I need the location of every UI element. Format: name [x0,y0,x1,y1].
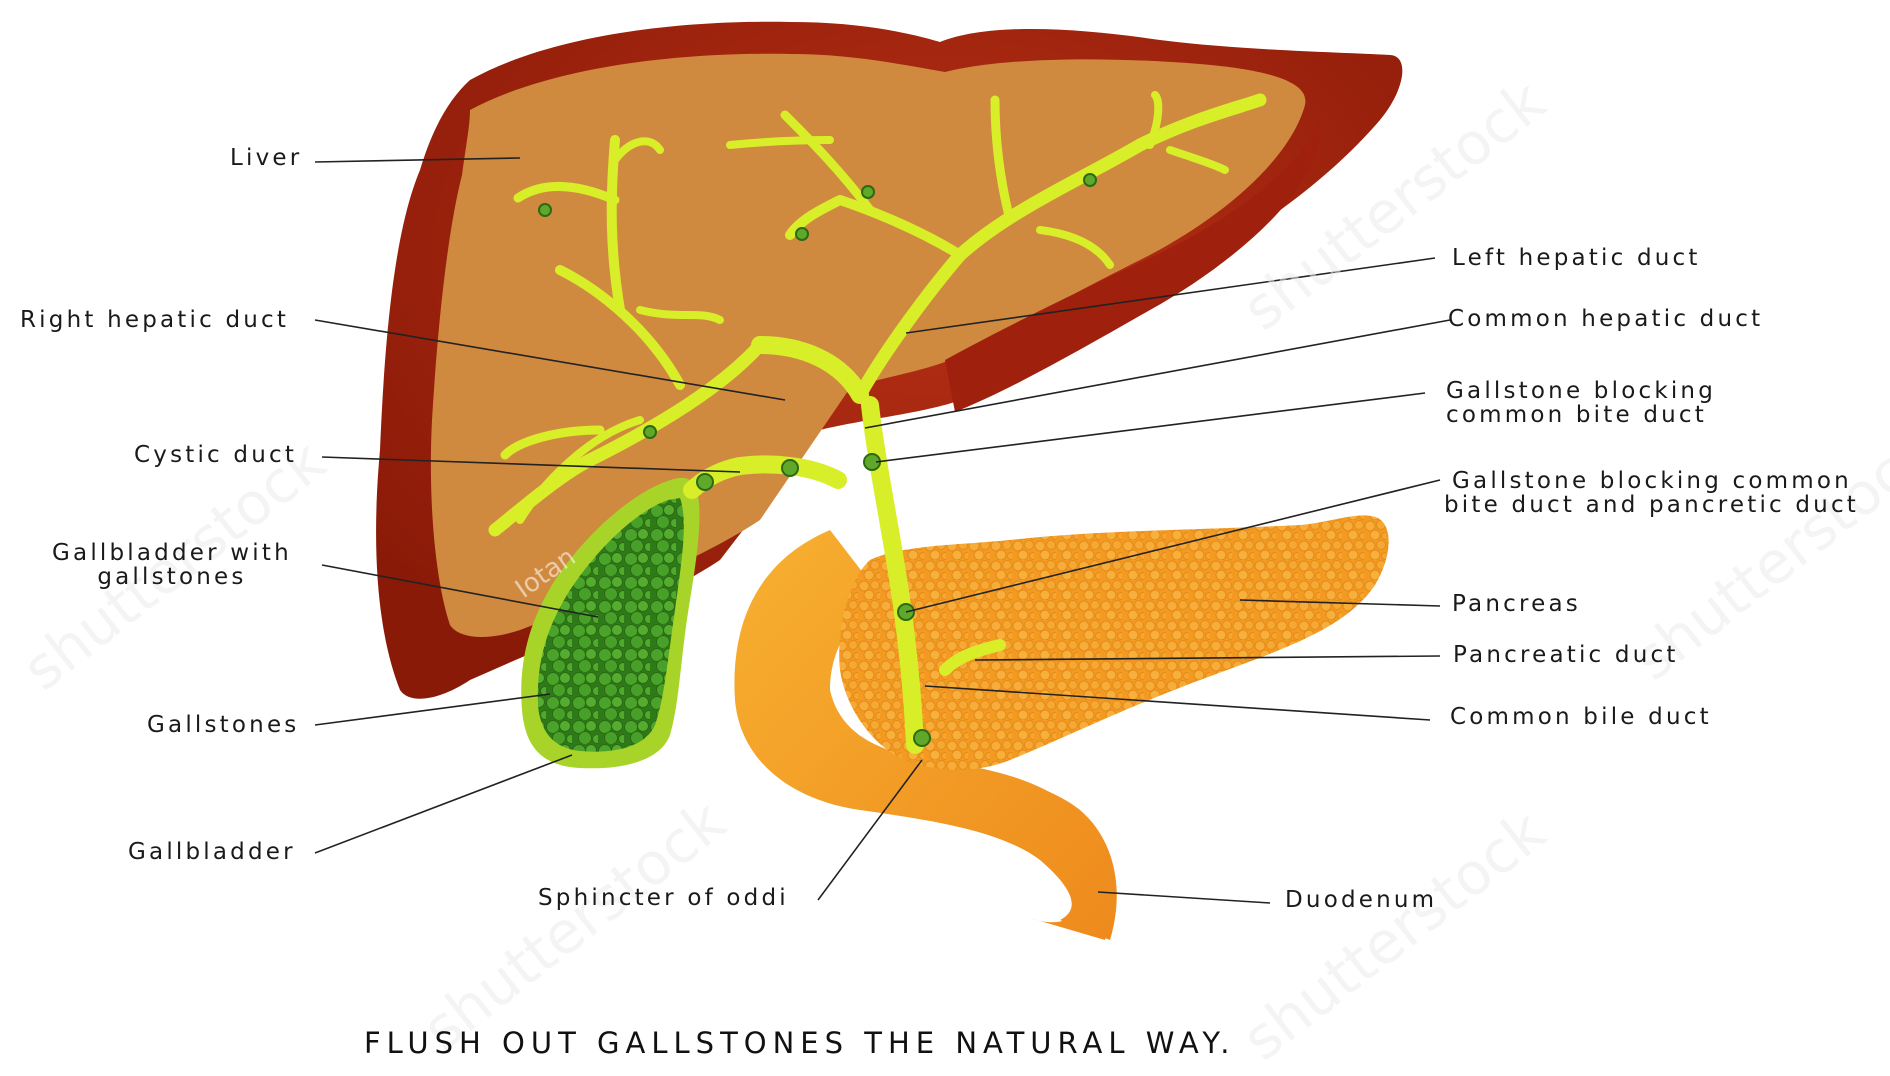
label-gallbladder-with-gallstones-line2: gallstones [97,564,247,590]
right-branch-top [513,181,620,205]
common-bile-duct-path [861,396,924,754]
label-sphincter-of-oddi: Sphincter of oddi [538,885,789,911]
label-gallstone-blocking-both: Gallstone blocking common bite duct and … [1444,469,1859,517]
label-common-bile-duct: Common bile duct [1450,704,1712,730]
label-gallstone-blocking-line2: common bite duct [1446,402,1707,428]
stone-liver-2 [643,425,657,439]
leader-gallbladder-with-gallstones [321,564,599,618]
label-duodenum: Duodenum [1285,887,1438,913]
stone-liver-1 [538,203,552,217]
left-branch-7 [726,136,834,149]
leader-gallstone-blocking-both [905,479,1441,613]
leader-cystic-duct [321,456,741,473]
stone-sphincter [913,729,931,747]
label-gallstone-blocking-common-bite-duct: Gallstone blocking common bite duct [1446,379,1716,427]
label-gallstones: Gallstones [147,712,300,738]
leader-sphincter [817,759,923,901]
leader-liver [314,157,521,163]
label-pancreas: Pancreas [1452,591,1581,617]
left-branch-5 [1146,91,1163,149]
stone-cystic-2 [781,459,799,477]
left-branch-4 [1036,226,1114,269]
label-gallstone-blocking-line1: Gallstone blocking [1446,378,1717,404]
label-common-hepatic-duct: Common hepatic duct [1448,306,1764,332]
left-branch-3 [990,95,1015,225]
stone-liver-4 [1083,173,1097,187]
pancreas [839,515,1389,770]
stone-liver-3 [861,185,875,199]
right-branch-top2 [611,137,664,164]
leader-common-hepatic-duct [864,319,1451,429]
right-branch-side [636,306,724,324]
label-gallstone-blocking-both-line2: bite duct and pancretic duct [1444,492,1860,518]
leader-pancreatic-duct [974,655,1441,661]
label-cystic-duct: Cystic duct [134,442,298,468]
leader-right-hepatic-duct [314,319,786,401]
leader-pancreas [1239,599,1441,607]
right-branch-low [500,425,605,460]
duodenum-curve [734,530,1117,940]
leader-lines [314,157,1451,904]
stone-cystic-1 [696,473,714,491]
label-gallstone-blocking-both-line1: Gallstone blocking common [1452,468,1852,494]
label-pancreatic-duct: Pancreatic duct [1453,642,1679,668]
left-hepatic-duct-path [853,93,1267,402]
leader-gallbladder [314,754,573,854]
left-branch-6 [1166,146,1229,174]
pancreatic-duct-path [939,639,1006,676]
leader-common-bile-duct [924,685,1431,721]
leader-gallstone-blocking-common-bite-duct [875,392,1426,463]
gallbladder-stones-fill [537,498,684,752]
label-right-hepatic-duct: Right hepatic duct [20,307,290,333]
label-gallbladder-with-gallstones-line1: Gallbladder with [52,540,292,566]
liver-left-lobe-cutout [945,120,1321,412]
caption: FLUSH OUT GALLSTONES THE NATURAL WAY. [364,1026,1236,1060]
label-gallbladder: Gallbladder [128,839,296,865]
leader-gallstones [314,693,551,726]
leader-duodenum [1097,891,1271,904]
label-liver: Liver [230,145,303,171]
left-branch-2 [780,110,875,215]
common-hepatic-duct-path [751,336,869,404]
duct-gallstones [538,173,1097,747]
right-branch-low2 [516,416,644,524]
right-branch-upper [555,265,685,390]
label-left-hepatic-duct: Left hepatic duct [1452,245,1701,271]
leader-left-hepatic-duct [905,257,1436,334]
label-gallbladder-with-gallstones: Gallbladder with gallstones [52,541,292,589]
left-branch-1 [785,195,965,260]
stone-liver-5 [795,227,809,241]
